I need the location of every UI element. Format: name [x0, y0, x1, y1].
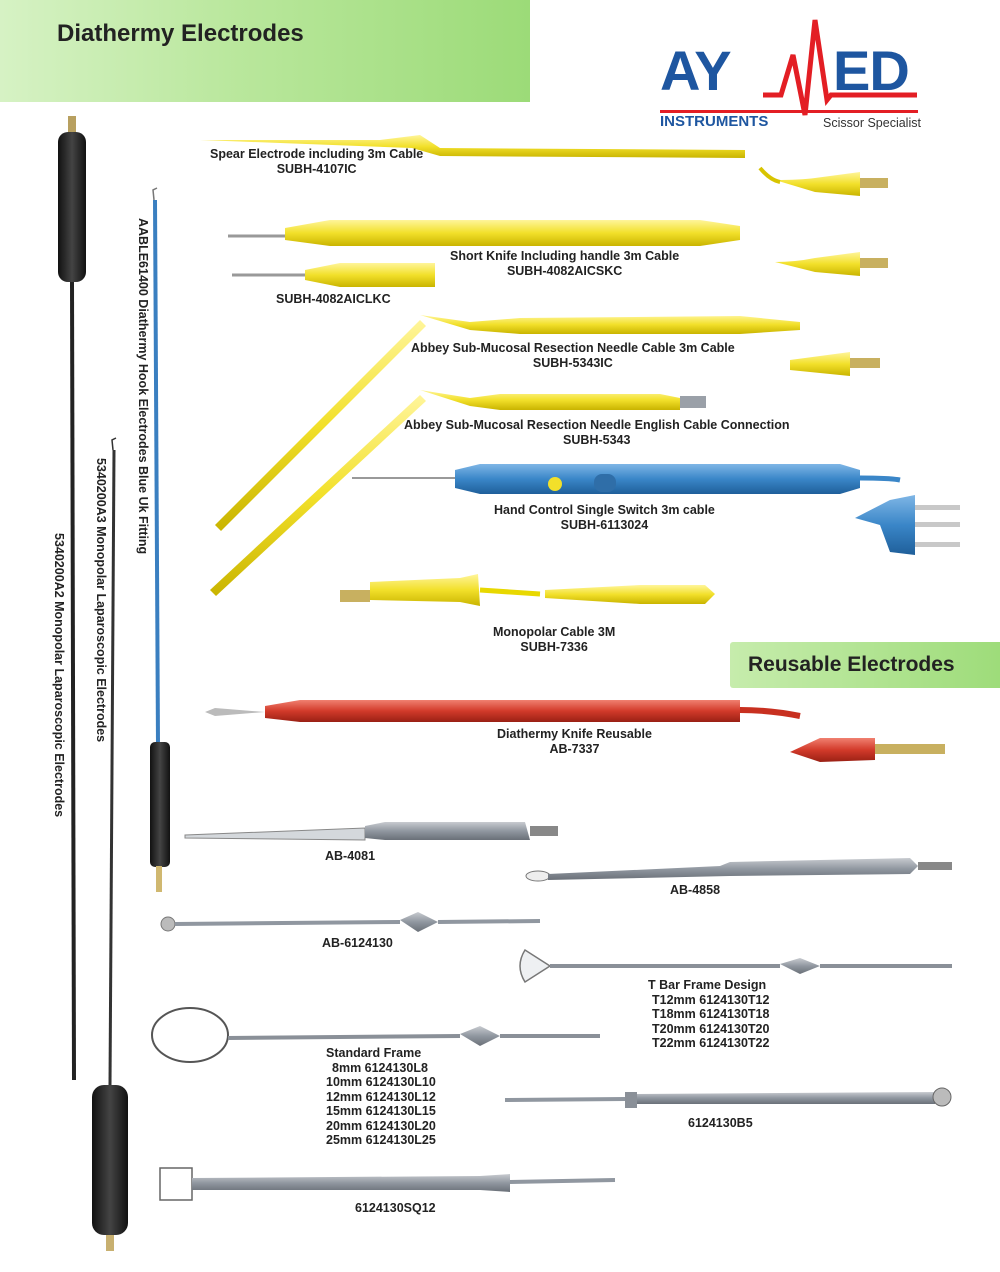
spear-code: SUBH-4107IC: [276, 161, 357, 176]
b5-code: 6124130B5: [688, 1116, 753, 1130]
label-spear: Spear Electrode including 3m Cable SUBH-…: [210, 147, 423, 176]
label-monopolar-cable: Monopolar Cable 3M SUBH-7336: [493, 625, 615, 654]
abbey-needle-english: [210, 390, 706, 596]
spear-electrode: [200, 135, 888, 196]
abbey-needle-cable: [215, 315, 880, 531]
ab6124130-code: AB-6124130: [322, 936, 393, 950]
standard-frame-line: 20mm 6124130L20: [326, 1118, 436, 1133]
hand-control-electrode: [352, 464, 960, 555]
laparoscopic-electrode-a3: [108, 437, 117, 1086]
monopolar-cable-name: Monopolar Cable 3M: [493, 625, 616, 639]
abbey-cable-code: SUBH-5343IC: [532, 355, 613, 370]
hand-control-code: SUBH-6113024: [560, 517, 649, 532]
hook-electrode-blue: [150, 187, 170, 892]
label-short-knife-tip: SUBH-4082AICLKC: [276, 292, 391, 307]
label-hand-control: Hand Control Single Switch 3m cable SUBH…: [494, 503, 715, 532]
ab-4081-electrode: [184, 822, 558, 841]
label-standard-frame: Standard Frame 8mm 6124130L8 10mm 612413…: [326, 1046, 436, 1148]
standard-frame-line: 10mm 6124130L10: [326, 1075, 436, 1089]
hand-control-name: Hand Control Single Switch 3m cable: [494, 503, 715, 517]
laparoscopic-electrode-a2: [58, 116, 128, 1251]
sq12-electrode: [159, 1167, 616, 1201]
label-hook-electrode: AABLE61400 Diathermy Hook Electrodes Blu…: [136, 218, 150, 555]
label-abbey-english: Abbey Sub-Mucosal Resection Needle Engli…: [404, 418, 789, 447]
tbar-line: T22mm 6124130T22: [652, 1036, 770, 1050]
tbar-line: T18mm 6124130T18: [652, 1007, 770, 1021]
tbar-line: T20mm 6124130T20: [652, 1021, 770, 1036]
short-knife-code: SUBH-4082AICSKC: [506, 263, 623, 278]
standard-frame-line: 25mm 6124130L25: [326, 1133, 436, 1147]
knife-reusable-name: Diathermy Knife Reusable: [497, 727, 652, 741]
monopolar-cable: [340, 574, 715, 606]
aymed-logo: AY ED INSTRUMENTS Scissor Specialist: [655, 15, 935, 140]
standard-frame-name: Standard Frame: [326, 1046, 422, 1060]
label-ab6124130: AB-6124130: [322, 936, 393, 951]
ab-6124130-electrode: [160, 912, 541, 932]
label-laparoscopic-a2: 5340200A2 Monopolar Laparoscopic Electro…: [52, 533, 66, 818]
knife-reusable-code: AB-7337: [549, 741, 600, 756]
label-short-knife: Short Knife Including handle 3m Cable SU…: [450, 249, 679, 278]
label-ab4081: AB-4081: [325, 849, 375, 864]
label-knife-reusable: Diathermy Knife Reusable AB-7337: [497, 727, 652, 756]
logo-text-right: ED: [833, 39, 910, 102]
short-knife-tip: [232, 263, 435, 287]
abbey-cable-name: Abbey Sub-Mucosal Resection Needle Cable…: [411, 341, 735, 355]
section-title-reusable: Reusable Electrodes: [748, 653, 955, 676]
logo-tagline: Scissor Specialist: [823, 116, 921, 130]
label-b5: 6124130B5: [688, 1116, 753, 1131]
ab4858-code: AB-4858: [670, 883, 721, 897]
ab-4858-electrode: [525, 858, 952, 882]
logo-text-left: AY: [660, 39, 732, 102]
logo-instruments: INSTRUMENTS: [660, 113, 769, 130]
abbey-english-name: Abbey Sub-Mucosal Resection Needle Engli…: [404, 418, 790, 432]
spear-name: Spear Electrode including 3m Cable: [210, 147, 424, 161]
label-sq12: 6124130SQ12: [355, 1201, 436, 1216]
sq12-code: 6124130SQ12: [355, 1201, 436, 1215]
page-title: Diathermy Electrodes: [57, 20, 304, 47]
short-knife-name: Short Knife Including handle 3m Cable: [450, 249, 680, 263]
label-abbey-cable: Abbey Sub-Mucosal Resection Needle Cable…: [411, 341, 735, 370]
standard-frame-electrode: [151, 1007, 600, 1063]
logo-graphic: [660, 19, 918, 116]
standard-frame-line: 12mm 6124130L12: [326, 1089, 436, 1104]
short-knife-electrode: [228, 220, 888, 276]
standard-frame-line: 8mm 6124130L8: [332, 1060, 428, 1075]
abbey-english-code: SUBH-5343: [563, 432, 631, 447]
b5-electrode: [504, 1087, 952, 1108]
ab4081-code: AB-4081: [325, 849, 376, 863]
monopolar-cable-code: SUBH-7336: [520, 639, 588, 654]
standard-frame-line: 15mm 6124130L15: [326, 1104, 436, 1118]
diathermy-knife-reusable: [205, 700, 945, 762]
tbar-name: T Bar Frame Design: [648, 978, 767, 992]
label-ab4858: AB-4858: [670, 883, 720, 898]
label-laparoscopic-a3: 5340200A3 Monopolar Laparoscopic Electro…: [94, 458, 108, 743]
diathermy-banner: Diathermy Electrodes: [0, 0, 530, 102]
t-bar-electrode: [519, 948, 952, 984]
label-tbar: T Bar Frame Design T12mm 6124130T12 T18m…: [648, 978, 769, 1051]
short-knife-tip-code: SUBH-4082AICLKC: [276, 292, 391, 306]
tbar-line: T12mm 6124130T12: [652, 992, 770, 1007]
reusable-banner: Reusable Electrodes: [730, 642, 1000, 688]
